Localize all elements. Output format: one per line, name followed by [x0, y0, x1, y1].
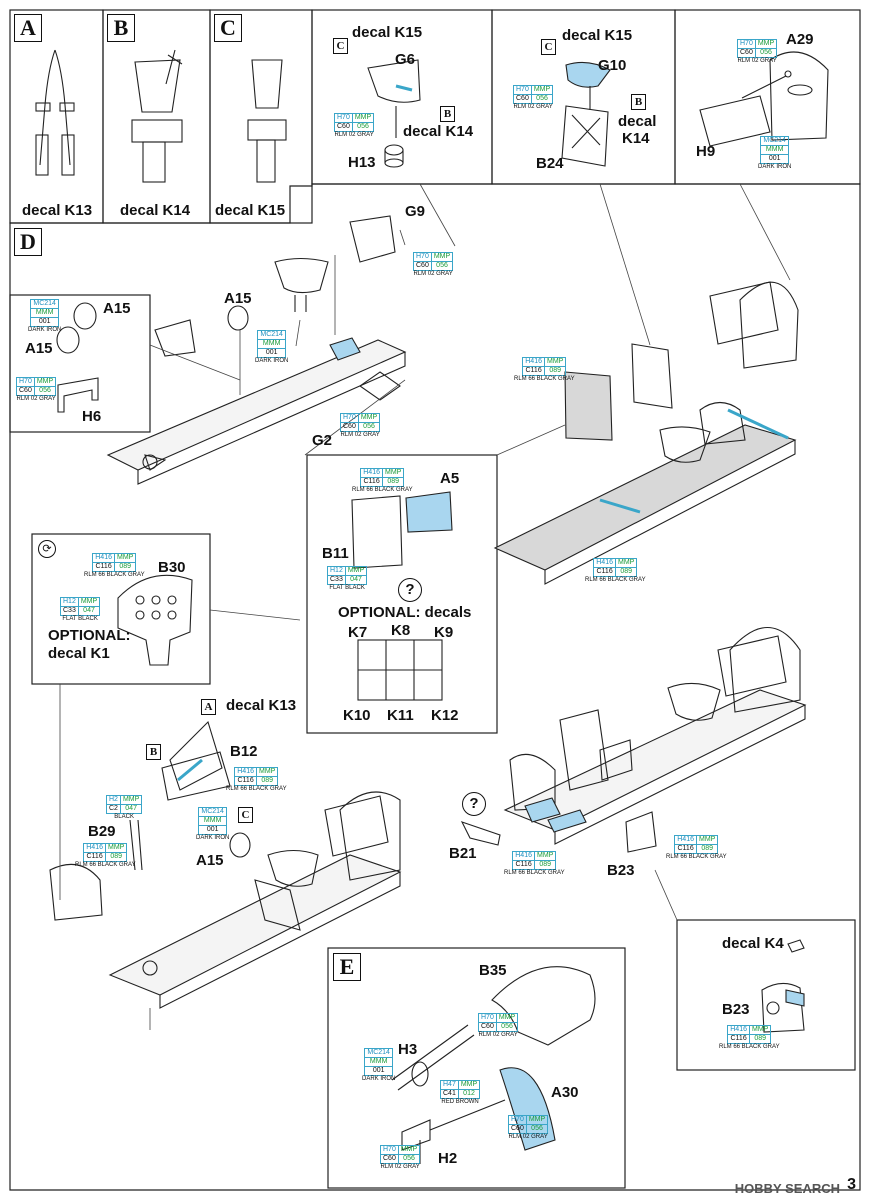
step-d-label: D [14, 228, 42, 256]
decal-k8-label: K8 [391, 622, 411, 639]
part-b23-label-2: B23 [722, 1001, 750, 1018]
part-h3-label: H3 [398, 1041, 418, 1058]
decal-k15-seat2-label: decal K15 [562, 27, 633, 44]
part-b35-label: B35 [479, 962, 507, 979]
decal-k7-label: K7 [348, 624, 368, 641]
optional-k1-label-2: decal K1 [48, 645, 110, 662]
optional-k1-label-1: OPTIONAL: [48, 627, 131, 644]
rotate-icon: ⟳ [38, 540, 56, 558]
frame-b23-detail [676, 919, 856, 1071]
frame-b11-detail [306, 454, 498, 734]
paint-callout-iron-a15-lower: MC214 MMM 001 DARK IRON [196, 807, 230, 841]
decal-k13-label: decal K13 [22, 202, 93, 219]
part-a15-label-3: A15 [224, 290, 252, 307]
step-b-label: B [107, 14, 135, 42]
frame-b30-detail [31, 533, 211, 685]
paint-callout-iron-a15-inset: MC214 MMM 001 DARK IRON [28, 299, 62, 333]
question-icon-b21: ? [462, 792, 486, 816]
decal-k11-label: K11 [387, 707, 414, 724]
part-g9-label: G9 [405, 203, 426, 220]
decal-k9-label: K9 [434, 624, 454, 641]
marker-c-3: C [238, 807, 253, 823]
decal-k13-seat-label: decal K13 [226, 697, 297, 714]
part-h13-label: H13 [348, 154, 376, 171]
part-h6-label: H6 [82, 408, 102, 425]
frame-h6-detail [9, 294, 151, 433]
part-g10-label: G10 [598, 57, 627, 74]
part-a5-label: A5 [440, 470, 460, 487]
step-c-label: C [214, 14, 242, 42]
part-b30-label: B30 [158, 559, 186, 576]
part-a15-label-4: A15 [196, 852, 224, 869]
page-number: 3 [847, 1176, 856, 1193]
part-b29-label: B29 [88, 823, 116, 840]
part-h9-label: H9 [696, 143, 716, 160]
decal-k14-seat-label: decal K14 [403, 123, 474, 140]
part-b21-label: B21 [449, 845, 477, 862]
part-g2-label: G2 [312, 432, 333, 449]
part-b23-label-1: B23 [607, 862, 635, 879]
frame-step-d [9, 183, 861, 1191]
paint-callout-iron-h9: MC214 MMM 001 DARK IRON [758, 136, 792, 170]
part-b12-label: B12 [230, 743, 258, 760]
part-a30-label: A30 [551, 1084, 579, 1101]
part-h2-label: H2 [438, 1150, 458, 1167]
question-icon: ? [398, 578, 422, 602]
paint-callout-iron-h3: MC214 MMM 001 DARK IRON [362, 1048, 396, 1082]
decal-k4-label: decal K4 [722, 935, 784, 952]
decal-k15-seat-label: decal K15 [352, 24, 423, 41]
decal-k14-seat2-label-1: decal [618, 113, 657, 130]
step-e-label: E [333, 953, 361, 981]
part-a15-label-2: A15 [25, 340, 53, 357]
decal-k14-seat2-label-2: K14 [622, 130, 650, 147]
marker-b-1: B [440, 106, 455, 122]
marker-b-3: B [146, 744, 161, 760]
decal-k14-label: decal K14 [120, 202, 191, 219]
watermark: HOBBY SEARCH [734, 1181, 840, 1196]
frame-step-e [327, 947, 626, 1189]
decal-k15-label: decal K15 [215, 202, 286, 219]
part-g6-label: G6 [395, 51, 416, 68]
marker-a-3: A [201, 699, 216, 715]
marker-c-1: C [333, 38, 348, 54]
marker-c-2: C [541, 39, 556, 55]
marker-b-2: B [631, 94, 646, 110]
paint-callout-iron-a15: MC214 MMM 001 DARK IRON [255, 330, 289, 364]
part-a29-label: A29 [786, 31, 814, 48]
part-a15-label-1: A15 [103, 300, 131, 317]
part-b24-label: B24 [536, 155, 564, 172]
decal-k10-label: K10 [343, 707, 371, 724]
decal-k12-label: K12 [431, 707, 459, 724]
part-b11-label: B11 [322, 545, 349, 562]
step-a-label: A [14, 14, 42, 42]
optional-decals-label: OPTIONAL: decals [338, 604, 472, 621]
